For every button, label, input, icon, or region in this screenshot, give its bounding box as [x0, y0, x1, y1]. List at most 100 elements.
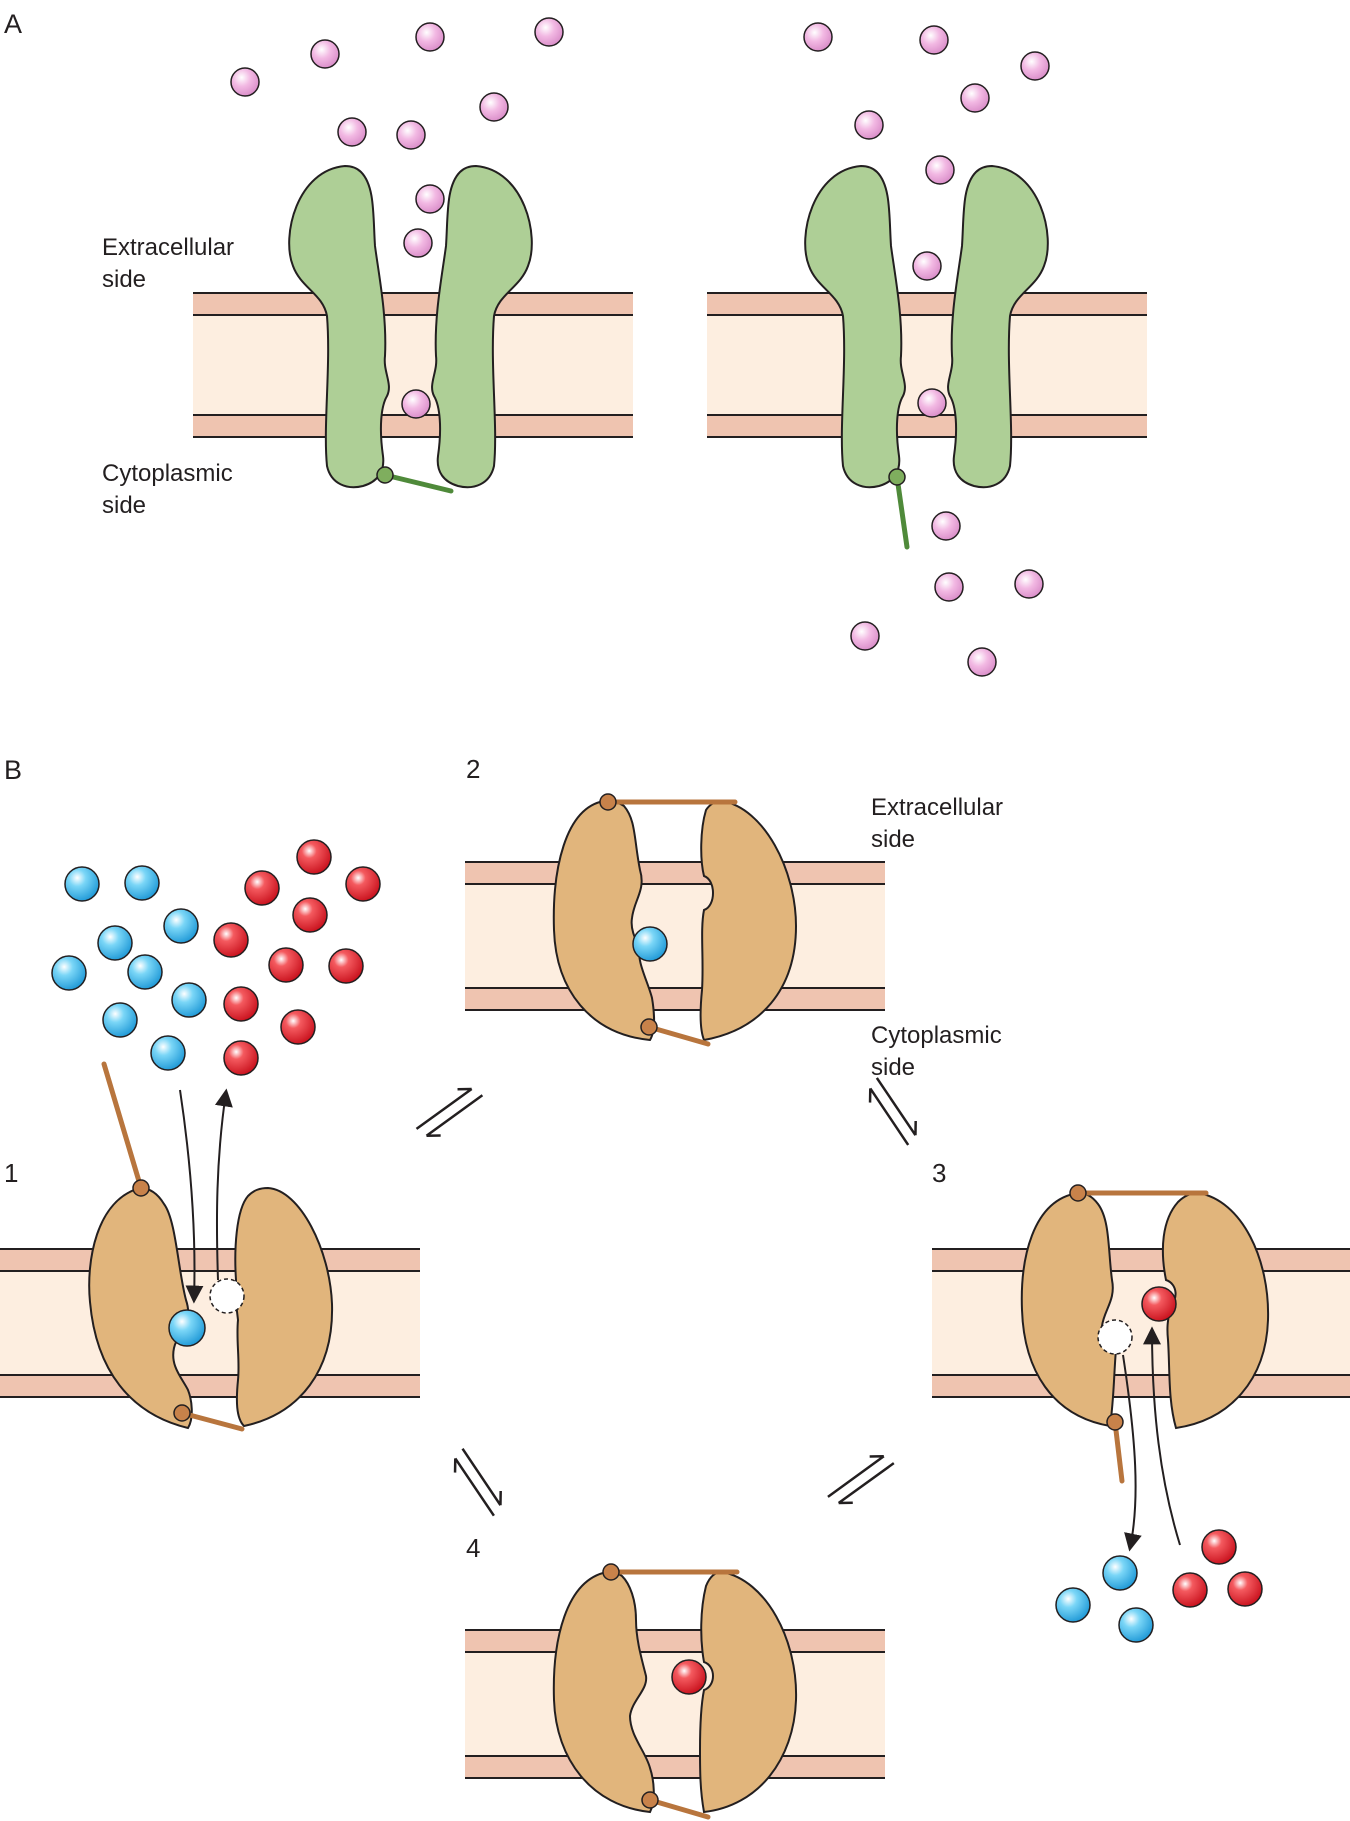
substrate-red [1172, 1572, 1208, 1608]
transporter-latch-hinge [640, 1018, 658, 1036]
substrate-red [223, 1040, 259, 1076]
ion [934, 572, 964, 602]
arrow-red-outward [215, 1088, 233, 1281]
ion [850, 621, 880, 651]
step-number-1: 1 [4, 1158, 18, 1188]
transporter-subunit-left [88, 1186, 193, 1430]
ion-channel-closed-gate [288, 165, 533, 494]
transporter-subunit-right [698, 1570, 798, 1814]
step-number-2: 2 [466, 754, 480, 784]
substrate-red [328, 948, 364, 984]
transporter-subunit-left [552, 799, 655, 1042]
ion [230, 67, 260, 97]
substrate-red [213, 922, 249, 958]
arrow-blue-release [1122, 1354, 1142, 1552]
transporter-latch-hinge [173, 1404, 191, 1422]
ion [337, 117, 367, 147]
substrate-blue [171, 982, 207, 1018]
substrates-state-3 [1055, 1529, 1263, 1643]
empty-binding-site [209, 1278, 245, 1314]
extracellular-label-b-line2: side [871, 826, 915, 853]
ion [803, 22, 833, 52]
ions-left [230, 17, 564, 419]
cytoplasmic-label-a: Cytoplasmic [102, 460, 233, 487]
ion [919, 25, 949, 55]
substrates-state-1 [51, 839, 381, 1076]
ion [967, 647, 997, 677]
extracellular-label-a: Extracellular [102, 234, 234, 261]
ion [854, 110, 884, 140]
transporter-subunit-left [552, 1570, 655, 1814]
substrate-red [280, 1009, 316, 1045]
transporter-gate-hinge [602, 1563, 620, 1581]
panel-a-letter: A [4, 9, 22, 39]
substrate-red [345, 866, 381, 902]
cytoplasmic-label-b: Cytoplasmic [871, 1022, 1002, 1049]
substrate-blue [150, 1035, 186, 1071]
substrate-red [223, 986, 259, 1022]
extracellular-label-b: Extracellular [871, 794, 1003, 821]
substrate-red [1227, 1571, 1263, 1607]
transporter-subunit-right [1161, 1191, 1270, 1430]
bound-substrate-blue [632, 926, 668, 962]
equilibrium-arrow-3-4 [827, 1455, 895, 1505]
substrate-blue [163, 908, 199, 944]
panel-a: A Extracellular side Cytoplasmic side [4, 9, 1148, 677]
ion [401, 389, 431, 419]
ion [931, 511, 961, 541]
transporter-latch-bar [179, 1410, 245, 1432]
transporter-state-1 [88, 1061, 334, 1432]
cytoplasmic-label-a-line2: side [102, 492, 146, 519]
ions-right [803, 22, 1050, 677]
transporter-subunit-right [234, 1186, 334, 1428]
membrane-b-state4 [464, 1629, 886, 1779]
ion [415, 184, 445, 214]
ion [534, 17, 564, 47]
ion [396, 120, 426, 150]
ion-channel-open-gate [804, 165, 1049, 550]
substrate-blue [102, 1002, 138, 1038]
transporter-latch-hinge [1106, 1413, 1124, 1431]
substrate-blue [1102, 1555, 1138, 1591]
step-number-3: 3 [932, 1158, 946, 1188]
ion [479, 92, 509, 122]
equilibrium-arrow-1-2 [415, 1087, 484, 1138]
empty-binding-site [1097, 1319, 1133, 1355]
substrate-blue [1055, 1587, 1091, 1623]
equilibrium-arrow-4-1 [453, 1447, 502, 1517]
substrate-red [268, 947, 304, 983]
panel-b: B 2 1 3 4 Extracellular side Cytoplasmic… [0, 754, 1350, 1820]
ion [310, 39, 340, 69]
membrane-b-state3 [931, 1248, 1350, 1398]
transporter-latch-bar [646, 1024, 711, 1047]
ion [925, 155, 955, 185]
transporter-state-4 [552, 1563, 798, 1820]
channel-gate-hinge [888, 468, 906, 486]
ion [917, 388, 947, 418]
bound-substrate-red [1141, 1286, 1177, 1322]
channel-gate-bar [382, 472, 454, 494]
substrate-blue [64, 866, 100, 902]
transporter-latch-bar [647, 1797, 711, 1820]
membrane-b-state1 [0, 1248, 421, 1398]
substrate-red [292, 897, 328, 933]
cytoplasmic-label-b-line2: side [871, 1054, 915, 1081]
substrate-red [296, 839, 332, 875]
transporter-latch-hinge [641, 1791, 659, 1809]
substrate-red [244, 870, 280, 906]
transporter-state-3 [1020, 1184, 1270, 1552]
equilibrium-arrow-2-3 [868, 1077, 917, 1146]
ion [415, 22, 445, 52]
ion [403, 228, 433, 258]
transporter-gate-hinge [132, 1179, 150, 1197]
substrate-blue [124, 865, 160, 901]
substrate-blue [51, 955, 87, 991]
ion [912, 251, 942, 281]
transporter-gate-hinge [1069, 1184, 1087, 1202]
substrate-blue [97, 925, 133, 961]
substrate-red [1201, 1529, 1237, 1565]
transporter-subunit-right [699, 799, 798, 1042]
membrane-b-state2 [464, 861, 886, 1011]
extracellular-label-a-line2: side [102, 266, 146, 293]
